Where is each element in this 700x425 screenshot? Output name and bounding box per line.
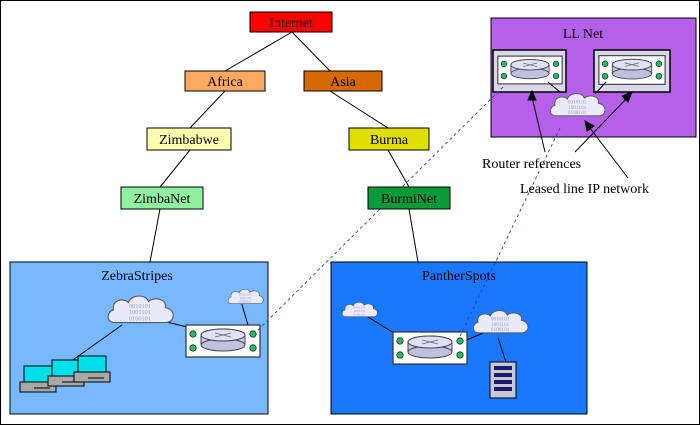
node-burminet-label: BurmiNet [381,192,437,207]
pantherspots-panel: PantherSpots [330,261,588,415]
node-zimbabwe-label: Zimbabwe [159,133,219,148]
zebrastripes-title: ZebraStripes [101,269,173,284]
llnet-router-right [598,55,666,85]
node-burminet: BurmiNet [367,186,451,210]
node-asia-label: Asia [330,75,356,90]
pantherspots-title: PantherSpots [422,269,496,284]
llnet-router-left [497,55,563,85]
pantherspots-router-icon [392,331,468,365]
node-africa-label: Africa [207,75,244,90]
leased-line-label: Leased line IP network [520,182,649,197]
hierarchy-links [149,31,419,263]
zebrastripes-router-icon [185,324,261,358]
callout-arrows [527,89,633,179]
node-zimbanet-label: ZimbaNet [134,192,191,207]
node-burma-label: Burma [370,133,409,148]
llnet-title: LL Net [563,27,603,42]
router-reference-links [257,84,561,337]
node-internet: Internet [249,11,333,33]
node-asia: Asia [303,70,383,92]
node-zimbanet: ZimbaNet [120,186,204,210]
server-icon [489,361,517,399]
router-references-label: Router references [482,157,581,172]
node-africa: Africa [184,70,266,92]
node-burma: Burma [348,127,430,151]
node-zimbabwe: Zimbabwe [146,127,232,151]
node-internet-label: Internet [269,16,313,31]
zebrastripes-panel: ZebraStripes [9,261,269,415]
workstations-icon [19,355,111,393]
llnet-panel: LL Net [490,17,697,138]
